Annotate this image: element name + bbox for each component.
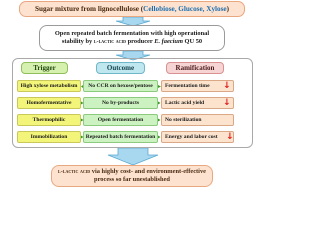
outcome-cell: No by-products xyxy=(83,97,158,109)
sugar-mixture-prefix: Sugar mixture from lignocellulose ( xyxy=(34,5,144,13)
connector-arrow-icon xyxy=(158,135,161,139)
outcome-cell: No CCR on hexose/pentose xyxy=(83,80,158,92)
header-trigger: Trigger xyxy=(21,62,68,74)
down-arrow-icon: ↓ xyxy=(223,97,231,108)
header-ramification: Ramification xyxy=(166,62,224,74)
sugar-list: Cellobiose, Glucose, Xylose xyxy=(143,5,227,13)
process-line-1: Open repeated batch fermentation with hi… xyxy=(54,29,210,37)
trigger-outcome-frame xyxy=(12,58,253,148)
down-arrow-icon: ↓ xyxy=(226,131,234,142)
ramification-label: Lactic acid yield xyxy=(165,100,205,106)
ramification-cell: Lactic acid yield xyxy=(161,97,234,109)
conclusion-box: l-lactic acid via highly cost- and envir… xyxy=(51,165,213,187)
sugar-mixture-box: Sugar mixture from lignocellulose (Cello… xyxy=(19,1,245,17)
ramification-cell: Fermentation time xyxy=(161,80,234,92)
sugar-mixture-suffix: ) xyxy=(226,5,230,13)
trigger-cell: Immobilization xyxy=(17,131,81,143)
ramification-label: Fermentation time xyxy=(165,83,210,89)
process-line-2-pre: stability by xyxy=(61,38,94,45)
down-arrow-icon-2 xyxy=(115,50,151,61)
down-arrow-icon-3 xyxy=(107,147,159,166)
connector-arrow-icon xyxy=(81,118,84,122)
ramification-cell: No sterilization xyxy=(161,114,234,126)
ramification-label: Energy and labor cost xyxy=(165,134,218,140)
flow-arrows xyxy=(81,16,161,166)
conclusion-line-1-rest: via highly cost- and environment-effecti… xyxy=(90,168,206,175)
process-line-2-mid: producer xyxy=(126,38,155,45)
connector-arrow-icon xyxy=(158,101,161,105)
trigger-cell: High xylose metabolism xyxy=(17,80,81,92)
row-arrow-icon-1a xyxy=(81,85,83,88)
process-box: Open repeated batch fermentation with hi… xyxy=(39,25,225,51)
connector-arrow-icon xyxy=(158,118,161,122)
trigger-cell: Homofermentative xyxy=(17,97,81,109)
header-outcome: Outcome xyxy=(96,62,145,74)
conclusion-line-1: l-lactic acid via highly cost- and envir… xyxy=(58,168,206,176)
process-line-2: stability by l-lactic acid producer E. f… xyxy=(62,38,202,46)
connector-arrow-icon xyxy=(81,101,84,105)
process-organism: E. faecium xyxy=(154,38,183,45)
row-connectors xyxy=(81,101,161,139)
conclusion-acid: l-lactic acid xyxy=(58,168,91,175)
trigger-cell: Thermophilic xyxy=(17,114,81,126)
ramification-cell: Energy and labor cost xyxy=(161,131,234,143)
process-strain: QU 50 xyxy=(182,38,203,45)
down-arrow-icon-1 xyxy=(115,16,151,27)
down-arrow-icon: ↓ xyxy=(223,80,231,91)
connector-arrow-icon xyxy=(81,135,84,139)
process-acid: l-lactic acid xyxy=(93,38,127,45)
ramification-label: No sterilization xyxy=(165,117,202,123)
conclusion-line-2: process so far unestablished xyxy=(94,176,170,183)
row-arrow-icon-1b xyxy=(158,85,161,88)
